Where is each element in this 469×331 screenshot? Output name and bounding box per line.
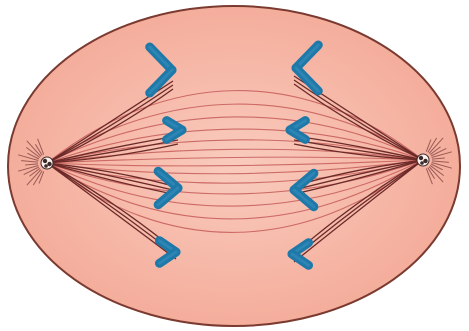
right-centrosome-icon: [417, 154, 429, 166]
left-centrosome-icon: [41, 157, 53, 169]
